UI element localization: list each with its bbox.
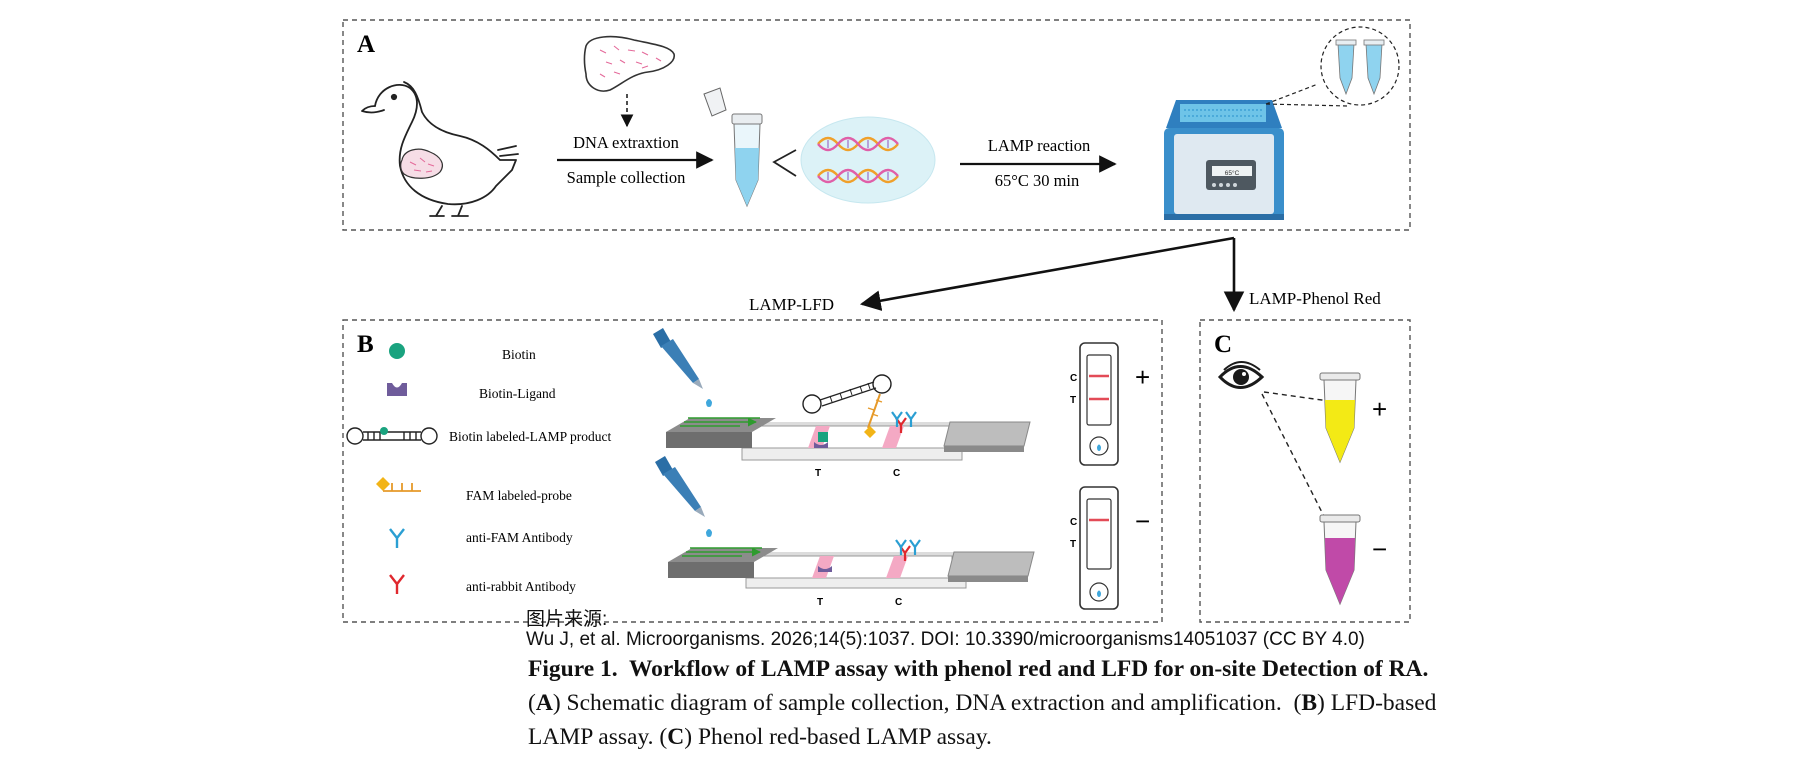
test-card-negative <box>1079 486 1119 610</box>
anti-fam-icon <box>389 528 405 548</box>
liver-sample-icon <box>583 35 675 92</box>
label-sample-collection: Sample collection <box>567 168 686 187</box>
pipette-lower <box>655 456 712 537</box>
duck-illustration <box>361 81 519 217</box>
caption-c-letter: C <box>667 724 685 750</box>
label-lamp-reaction: LAMP reaction <box>988 136 1091 155</box>
source-label: 图片来源: <box>526 609 608 630</box>
lamp-device-icon: 65°C <box>1164 100 1284 220</box>
lfd-strip-upper <box>666 417 1031 461</box>
test-card-positive <box>1079 342 1119 466</box>
dna-amplicon-icon <box>800 116 936 204</box>
sight-line-positive <box>1263 391 1337 403</box>
legend-probe: FAM labeled-probe <box>466 488 572 503</box>
probe-icon <box>376 477 421 492</box>
sign-negative-c: − <box>1372 534 1387 564</box>
label-temperature: 65°C 30 min <box>995 171 1080 190</box>
label-lamp-phenol-red: LAMP-Phenol Red <box>1249 289 1381 308</box>
lamp-product-icon <box>346 427 438 445</box>
biotin-icon <box>389 343 405 359</box>
connector-to-lfd <box>859 236 1235 311</box>
legend-product: Biotin labeled-LAMP product <box>449 429 611 444</box>
figure-label: Figure 1. <box>528 656 618 682</box>
card-pos-t: T <box>1070 395 1076 406</box>
caption-b-text: LFD-based <box>1330 690 1437 716</box>
pipette-upper <box>653 328 712 407</box>
caption-a-text: Schematic diagram of sample collection, … <box>566 690 1282 716</box>
panel-a-letter: A <box>357 31 375 58</box>
strip-upper-c: C <box>893 468 900 479</box>
panel-a-frame <box>342 19 1411 231</box>
card-pos-c: C <box>1070 373 1077 384</box>
legend-biotin: Biotin <box>502 347 536 362</box>
legend-ligand: Biotin-Ligand <box>479 386 556 401</box>
strip-upper-t: T <box>815 468 821 479</box>
figure-caption-line3: LAMP assay. (C) Phenol red-based LAMP as… <box>528 724 992 750</box>
figure-caption-line2: (A) Schematic diagram of sample collecti… <box>528 690 1437 716</box>
card-neg-t: T <box>1070 539 1076 550</box>
label-dna-extraction: DNA extraxtion <box>573 133 679 152</box>
tube-yellow <box>1319 372 1361 464</box>
sign-positive-c: + <box>1372 394 1387 424</box>
panel-c-frame <box>1199 319 1411 623</box>
eye-icon <box>1217 361 1265 389</box>
anti-rabbit-icon <box>389 574 405 594</box>
legend-anti-rabbit: anti-rabbit Antibody <box>466 579 576 594</box>
device-display: 65°C <box>1225 169 1240 177</box>
label-lamp-lfd: LAMP-LFD <box>749 295 834 314</box>
sign-negative-b: − <box>1135 506 1150 536</box>
zoom-callout <box>1265 26 1400 107</box>
sample-tube-icon <box>703 87 763 208</box>
lfd-strip-lower <box>668 539 1035 589</box>
capture-complex-upper <box>802 374 917 448</box>
duck-liver-icon <box>400 148 443 179</box>
caption-a-letter: A <box>535 690 553 716</box>
product-biotin-dot <box>380 427 388 435</box>
panel-b-frame <box>342 319 1163 623</box>
panel-c-letter: C <box>1214 331 1232 358</box>
panel-b-letter: B <box>357 331 374 358</box>
figure-caption-title: Figure 1. Workflow of LAMP assay with ph… <box>528 656 1428 683</box>
split-arrows <box>772 149 797 177</box>
legend-anti-fam: anti-FAM Antibody <box>466 530 573 545</box>
tube-magenta <box>1319 514 1361 606</box>
strip-lower-c: C <box>895 597 902 608</box>
caption-c-text: Phenol red-based LAMP assay. <box>697 724 992 750</box>
strip-lower-t: T <box>817 597 823 608</box>
caption-b-text2: LAMP assay. <box>528 724 654 750</box>
caption-b-letter: B <box>1301 690 1317 716</box>
sign-positive-b: + <box>1135 362 1150 392</box>
ligand-icon <box>387 383 407 396</box>
card-neg-c: C <box>1070 517 1077 528</box>
source-reference: Wu J, et al. Microorganisms. 2026;14(5):… <box>526 629 1365 650</box>
figure-title: Workflow of LAMP assay with phenol red a… <box>628 656 1429 682</box>
